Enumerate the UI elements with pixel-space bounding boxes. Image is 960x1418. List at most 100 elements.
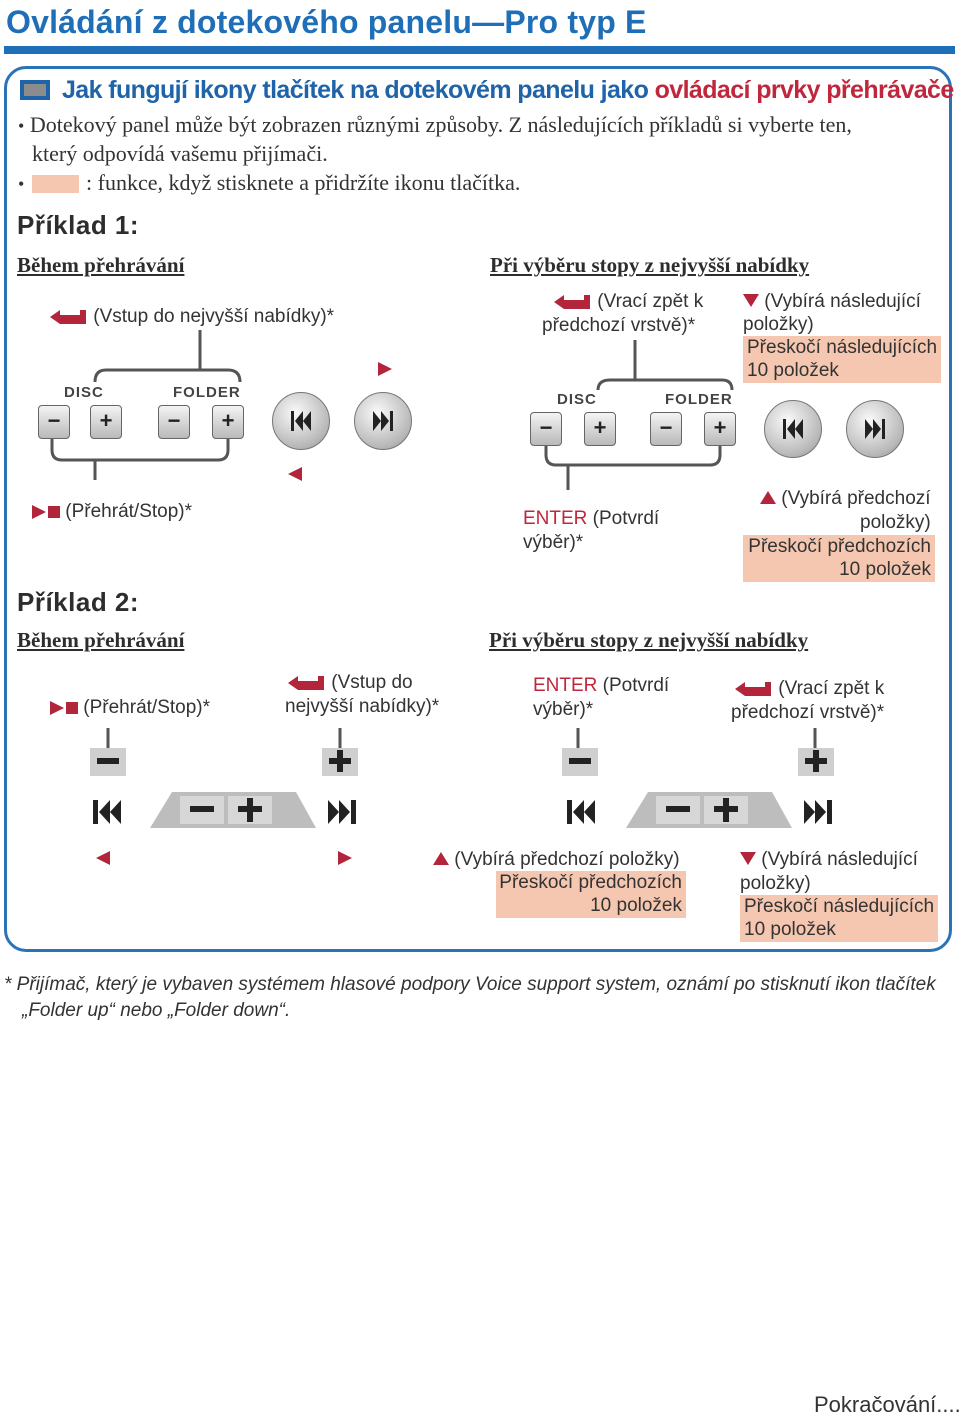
folder-label-2: FOLDER: [665, 391, 733, 408]
example-1-title: Příklad 1:: [17, 210, 140, 240]
continued-label: Pokračování....: [814, 1392, 960, 1417]
return-label: (Vrací zpět k: [552, 290, 703, 313]
prev-item-label-2: (Vybírá předchozí položky): [433, 848, 680, 871]
down-arrow-icon: [740, 852, 756, 865]
footnote-line-1: * Přijímač, který je vybaven systémem hl…: [4, 974, 936, 995]
disc-label-2: DISC: [557, 391, 597, 408]
folder-minus-button[interactable]: −: [158, 405, 190, 439]
enter-label: ENTER (Potvrdí: [523, 507, 659, 530]
folder-plus-button-2[interactable]: +: [704, 412, 736, 446]
enter-text: ENTER: [533, 675, 598, 696]
prev-item-text-b: (Vybírá předchozí položky): [454, 849, 680, 870]
section-heading: Jak fungují ikony tlačítek na dotekovém …: [62, 76, 960, 105]
heading-text: Jak fungují ikony tlačítek na dotekovém …: [62, 76, 655, 104]
disc-minus-button[interactable]: −: [38, 405, 70, 439]
title-rule: [4, 46, 955, 54]
folder-label: FOLDER: [173, 384, 241, 401]
left-arrow-icon: [288, 467, 302, 486]
disc-plus-button-2[interactable]: +: [584, 412, 616, 446]
intro-line-3: : funkce, když stisknete a přidržíte iko…: [86, 170, 521, 195]
prev-item-text-2: položky): [860, 512, 931, 533]
disc-minus-button-2[interactable]: −: [530, 412, 562, 446]
play-stop-text: (Přehrát/Stop)*: [65, 501, 193, 522]
enter-text-1: (Potvrdí: [597, 675, 670, 696]
skip-prev-text-1: Přeskočí předchozích: [748, 536, 931, 557]
next-track-button[interactable]: [354, 392, 412, 450]
up-arrow-icon: [760, 491, 776, 504]
return-icon: [735, 681, 771, 696]
enter-text-2: výběr)*: [523, 532, 584, 553]
prev-track-icon: [291, 411, 311, 431]
next-track-icon: [865, 419, 885, 439]
prev-item-text-1: (Vybírá předchozí: [781, 488, 931, 509]
next-item-text-2: položky): [743, 314, 814, 335]
down-arrow-icon: [743, 294, 759, 307]
skip-next-box: Přeskočí následujících 10 položek: [743, 336, 941, 383]
intro-line-1: Dotekový panel může být zobrazen různými…: [29, 112, 852, 137]
example-1-connectors: [50, 330, 734, 490]
footnote-line-2: „Folder up“ nebo „Folder down“.: [22, 1000, 291, 1021]
top-menu-text-1: (Vstup do: [331, 672, 413, 693]
prev-track-button-2[interactable]: [764, 400, 822, 458]
heading-highlight: ovládací prvky přehrávače D.: [654, 76, 960, 104]
page-title: Ovládání z dotekového panelu—Pro typ E: [6, 4, 647, 40]
enter-text-2-b: výběr)*: [533, 699, 594, 720]
hold-highlight-swatch: [32, 175, 79, 193]
enter-text-1: (Potvrdí: [587, 508, 660, 529]
folder-minus-button-2[interactable]: −: [650, 412, 682, 446]
play-stop-icon: [32, 504, 60, 519]
prev-track-icon: [783, 419, 803, 439]
intro-line-2: který odpovídá vašemu přijímači.: [32, 141, 328, 166]
top-menu-text: (Vstup do nejvyšší nabídky)*: [93, 306, 335, 327]
play-stop-text-2: (Přehrát/Stop)*: [83, 697, 211, 718]
return-icon: [50, 309, 86, 324]
skip-prev-box: Přeskočí předchozích 10 položek: [743, 535, 935, 582]
right-arrow-icon: [378, 362, 392, 381]
skip-next-text-2: 10 položek: [747, 360, 839, 381]
example-1-menu-heading: Při výběru stopy z nejvyšší nabídky: [490, 253, 810, 277]
example-2-menu-heading: Při výběru stopy z nejvyšší nabídky: [489, 628, 809, 652]
content-frame: [4, 66, 952, 952]
return-label-2: (Vrací zpět k: [733, 677, 884, 700]
section-icon: [20, 80, 50, 100]
skip-next-text-1: Přeskočí následujících: [747, 337, 938, 358]
play-stop-label: (Přehrát/Stop)*: [32, 500, 192, 523]
prev-track-button[interactable]: [272, 392, 330, 450]
skip-next-box-2: Přeskočí následujících 10 položek: [740, 895, 938, 942]
skip-next-text-1: Přeskočí následujících: [744, 896, 935, 917]
example-2-graphics: [90, 728, 834, 865]
skip-prev-text-2: 10 položek: [839, 559, 931, 580]
return-text-1: (Vrací zpět k: [778, 678, 885, 699]
play-stop-label-2: (Přehrát/Stop)*: [50, 696, 210, 719]
skip-prev-text-2: 10 položek: [590, 895, 682, 916]
next-track-button-2[interactable]: [846, 400, 904, 458]
return-text-2-b: předchozí vrstvě)*: [731, 702, 885, 723]
next-item-text-1: (Vybírá následující: [764, 291, 921, 312]
next-item-label: (Vybírá následující: [743, 290, 921, 313]
folder-plus-button[interactable]: +: [212, 405, 244, 439]
example-2-title: Příklad 2:: [17, 587, 140, 617]
intro-bullet-1: • Dotekový panel může být zobrazen různý…: [18, 112, 852, 137]
disc-plus-button[interactable]: +: [90, 405, 122, 439]
top-menu-label-2: (Vstup do: [286, 671, 413, 694]
enter-label-2: ENTER (Potvrdí: [533, 674, 669, 697]
next-item-label-2: (Vybírá následující: [740, 848, 918, 871]
example-2-playback-heading: Během přehrávání: [17, 628, 185, 652]
skip-prev-text-1: Přeskočí předchozích: [499, 872, 682, 893]
example-1-playback-heading: Během přehrávání: [17, 253, 185, 277]
enter-text: ENTER: [523, 508, 588, 529]
footnote: * Přijímač, který je vybaven systémem hl…: [4, 972, 936, 1024]
return-icon: [288, 675, 324, 690]
skip-next-text-2: 10 položek: [744, 919, 836, 940]
intro-bullet-2: •: [18, 174, 25, 194]
up-arrow-icon: [433, 852, 449, 865]
prev-item-label: (Vybírá předchozí: [760, 487, 931, 510]
return-icon: [554, 294, 590, 309]
top-menu-label: (Vstup do nejvyšší nabídky)*: [48, 305, 334, 328]
top-menu-text-2: nejvyšší nabídky)*: [285, 696, 440, 717]
return-text-2: předchozí vrstvě)*: [542, 315, 696, 336]
skip-prev-box-2: Přeskočí předchozích 10 položek: [496, 871, 686, 918]
next-item-text-1: (Vybírá následující: [761, 849, 918, 870]
next-item-text-2-b: položky): [740, 873, 811, 894]
return-text-1: (Vrací zpět k: [597, 291, 704, 312]
